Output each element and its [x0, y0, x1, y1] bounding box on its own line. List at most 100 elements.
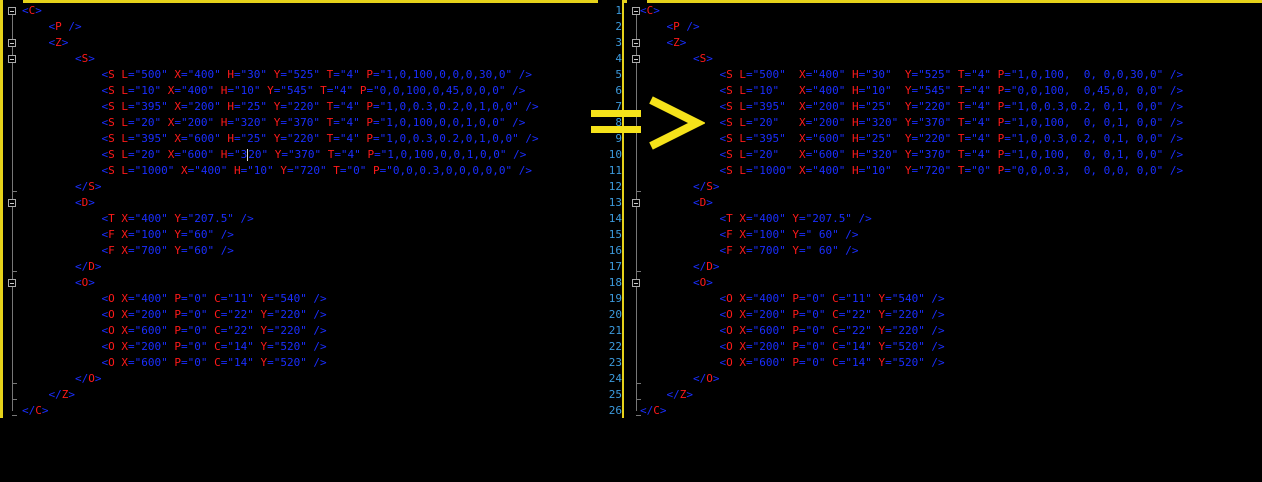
xml-tag-token: </: [640, 180, 707, 193]
code-line[interactable]: </S>: [22, 179, 539, 195]
code-line[interactable]: <S L="20" X="600" H="320" Y="370" T="4" …: [640, 147, 1183, 163]
fold-collapse-icon[interactable]: [8, 279, 16, 287]
xml-tag-token: ="0,0,100, 0,45,0, 0,0" />: [1004, 84, 1184, 97]
fold-collapse-icon[interactable]: [8, 39, 16, 47]
code-line[interactable]: </S>: [640, 179, 1183, 195]
code-line[interactable]: <D>: [22, 195, 539, 211]
code-line[interactable]: <S L="10" X="400" H="10" Y="545" T="4" P…: [640, 83, 1183, 99]
code-line[interactable]: <O X="600" P="0" C="14" Y="520" />: [22, 355, 539, 371]
xml-name-token: T: [326, 132, 334, 145]
code-line[interactable]: <S L="500" X="400" H="30" Y="525" T="4" …: [640, 67, 1183, 83]
code-line[interactable]: <S L="1000" X="400" H="10" Y="720" T="0"…: [22, 163, 539, 179]
code-line[interactable]: <O X="400" P="0" C="11" Y="540" />: [22, 291, 539, 307]
right-editor-pane[interactable]: <C> <P /> <Z> <S> <S L="500" X="400" H="…: [624, 0, 1262, 418]
fold-collapse-icon[interactable]: [632, 55, 640, 63]
code-line[interactable]: </Z>: [22, 387, 539, 403]
fold-collapse-icon[interactable]: [632, 279, 640, 287]
code-line[interactable]: <O X="200" P="0" C="14" Y="520" />: [22, 339, 539, 355]
code-line[interactable]: <F X="100" Y="60" />: [22, 227, 539, 243]
code-line[interactable]: <Z>: [640, 35, 1183, 51]
line-number: 9: [615, 132, 622, 145]
xml-tag-token: ="4": [964, 84, 998, 97]
xml-name-token: Y: [904, 164, 912, 177]
code-line[interactable]: </C>: [22, 403, 539, 419]
xml-tag-token: =" 60" />: [798, 244, 859, 257]
code-line[interactable]: <S>: [640, 51, 1183, 67]
xml-tag-token: <: [640, 20, 674, 33]
xml-name-token: Y: [792, 244, 799, 257]
xml-tag-token: </: [640, 372, 707, 385]
fold-collapse-icon[interactable]: [632, 199, 640, 207]
split-divider[interactable]: [622, 0, 624, 418]
left-editor-pane[interactable]: <C> <P /> <Z> <S> <S L="500" X="400" H="…: [0, 0, 598, 418]
code-line[interactable]: <S L="1000" X="400" H="10" Y="720" T="0"…: [640, 163, 1183, 179]
xml-tag-token: >: [41, 404, 49, 417]
fold-collapse-icon[interactable]: [8, 55, 16, 63]
code-line[interactable]: <C>: [640, 3, 1183, 19]
code-line[interactable]: <C>: [22, 3, 539, 19]
left-code-area[interactable]: <C> <P /> <Z> <S> <S L="500" X="400" H="…: [22, 3, 539, 419]
code-line[interactable]: <P />: [640, 19, 1183, 35]
code-line[interactable]: <O X="200" P="0" C="14" Y="520" />: [640, 339, 1183, 355]
code-line[interactable]: <S L="395" X="600" H="25" Y="220" T="4" …: [22, 131, 538, 147]
xml-tag-token: ="220": [280, 132, 327, 145]
fold-end-marker: [636, 415, 641, 416]
xml-name-token: Y: [792, 212, 799, 225]
code-line[interactable]: <S L="395" X="600" H="25" Y="220" T="4" …: [640, 131, 1183, 147]
xml-name-token: P: [359, 84, 367, 97]
xml-name-token: X: [798, 116, 806, 129]
xml-name-token: S L: [108, 132, 128, 145]
xml-name-token: P: [366, 132, 374, 145]
code-line[interactable]: <O>: [22, 275, 539, 291]
code-line[interactable]: <F X="700" Y="60" />: [22, 243, 539, 259]
xml-name-token: Y: [260, 292, 268, 305]
code-line[interactable]: <P />: [22, 19, 539, 35]
xml-tag-token: ="4": [333, 68, 367, 81]
code-line[interactable]: <O X="600" P="0" C="14" Y="520" />: [640, 355, 1183, 371]
code-line[interactable]: </O>: [640, 371, 1183, 387]
code-line[interactable]: <O X="400" P="0" C="11" Y="540" />: [640, 291, 1183, 307]
code-line[interactable]: <F X="100" Y=" 60" />: [640, 227, 1183, 243]
xml-name-token: O X: [726, 292, 746, 305]
code-line[interactable]: <O X="600" P="0" C="22" Y="220" />: [640, 323, 1183, 339]
xml-name-token: Y: [174, 228, 181, 241]
code-line[interactable]: <O X="600" P="0" C="22" Y="220" />: [22, 323, 539, 339]
code-line[interactable]: </Z>: [640, 387, 1183, 403]
code-line[interactable]: </C>: [640, 403, 1183, 419]
text-cursor: [247, 149, 249, 161]
code-line[interactable]: <S L="20" X="600" H="320" Y="370" T="4" …: [22, 147, 539, 163]
line-number: 7: [615, 100, 622, 113]
code-line[interactable]: <S L="395" X="200" H="25" Y="220" T="4" …: [22, 99, 538, 115]
fold-collapse-icon[interactable]: [632, 39, 640, 47]
xml-tag-token: ="520" />: [267, 340, 327, 353]
fold-collapse-icon[interactable]: [8, 7, 16, 15]
right-code-area[interactable]: <C> <P /> <Z> <S> <S L="500" X="400" H="…: [640, 3, 1183, 419]
code-line[interactable]: <S L="20" X="200" H="320" Y="370" T="4" …: [22, 115, 539, 131]
code-line[interactable]: <O X="200" P="0" C="22" Y="220" />: [640, 307, 1183, 323]
fold-collapse-icon[interactable]: [632, 7, 640, 15]
xml-name-token: H: [220, 148, 228, 161]
code-line[interactable]: <T X="400" Y="207.5" />: [22, 211, 539, 227]
code-line[interactable]: <S>: [22, 51, 539, 67]
code-line[interactable]: <S L="500" X="400" H="30" Y="525" T="4" …: [22, 67, 539, 83]
code-line[interactable]: <Z>: [22, 35, 539, 51]
fold-collapse-icon[interactable]: [8, 199, 16, 207]
code-line[interactable]: <S L="395" X="200" H="25" Y="220" T="4" …: [640, 99, 1183, 115]
code-line[interactable]: </O>: [22, 371, 539, 387]
code-line[interactable]: <O X="200" P="0" C="22" Y="220" />: [22, 307, 539, 323]
code-line[interactable]: <F X="700" Y=" 60" />: [640, 243, 1183, 259]
xml-tag-token: >: [88, 196, 95, 209]
code-line[interactable]: <D>: [640, 195, 1183, 211]
code-line[interactable]: <O>: [640, 275, 1183, 291]
xml-name-token: T: [957, 116, 965, 129]
code-line[interactable]: <S L="10" X="400" H="10" Y="545" T="4" P…: [22, 83, 539, 99]
xml-tag-token: <: [22, 244, 109, 257]
code-line[interactable]: <S L="20" X="200" H="320" Y="370" T="4" …: [640, 115, 1183, 131]
xml-name-token: P: [997, 116, 1005, 129]
xml-name-token: P: [174, 292, 181, 305]
code-line[interactable]: </D>: [22, 259, 539, 275]
implies-arrow-icon: [591, 96, 705, 150]
code-line[interactable]: <T X="400" Y="207.5" />: [640, 211, 1183, 227]
xml-name-token: O X: [108, 292, 128, 305]
code-line[interactable]: </D>: [640, 259, 1183, 275]
